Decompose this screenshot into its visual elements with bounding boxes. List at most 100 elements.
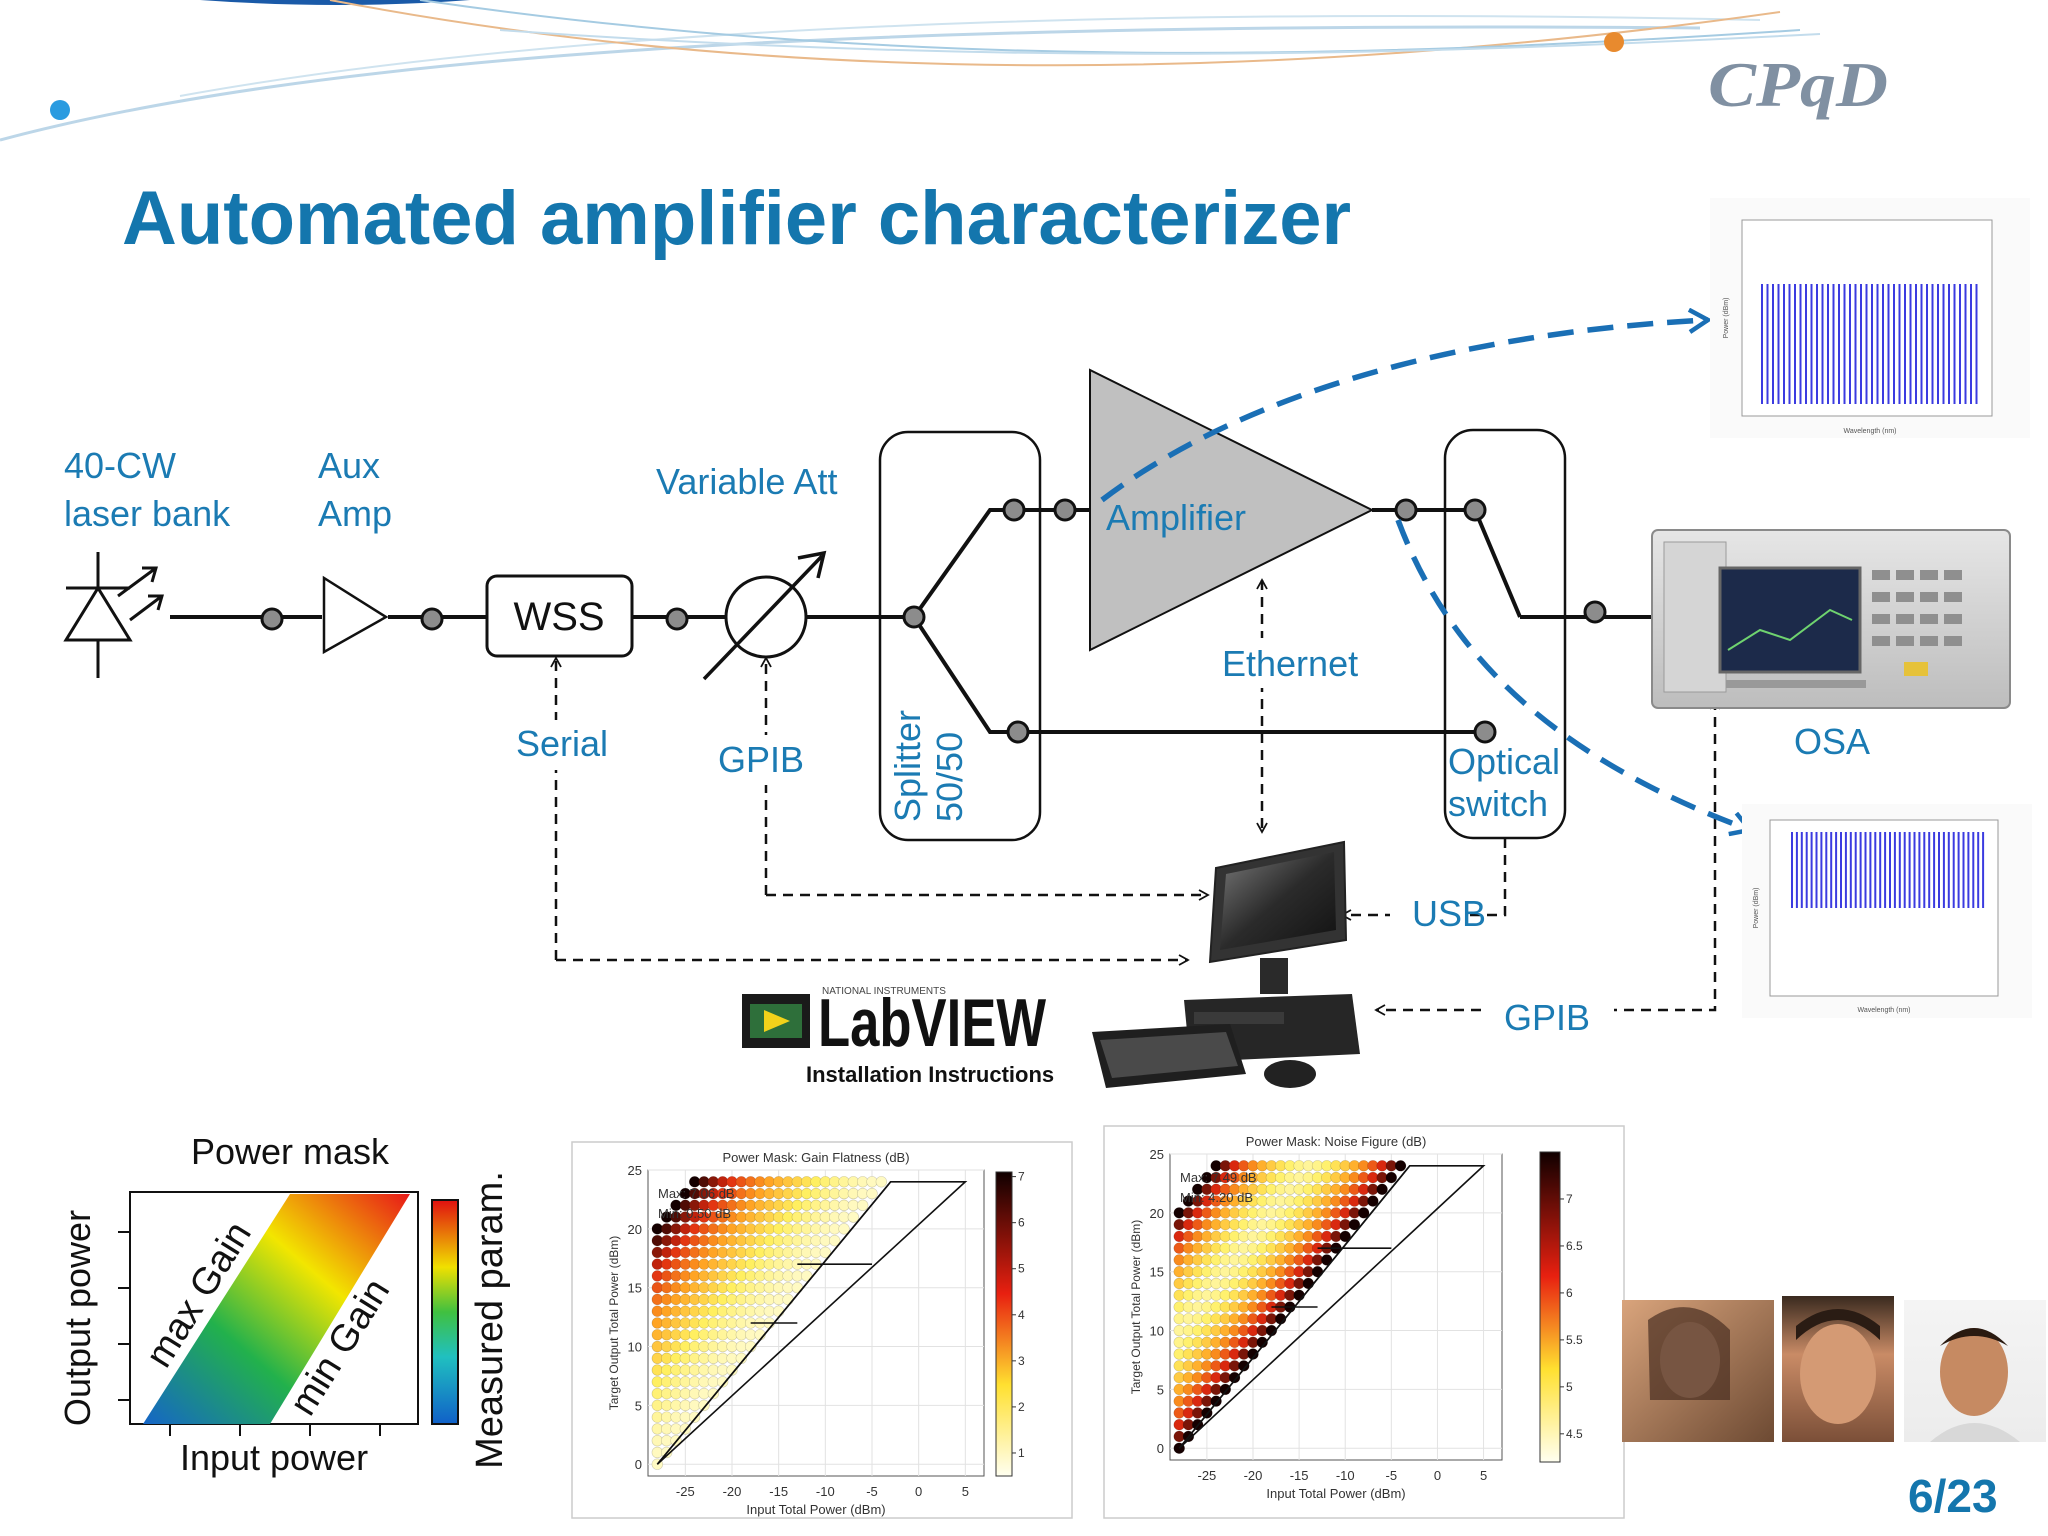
heatmap-cell bbox=[1348, 1218, 1361, 1231]
x-tick-label: -5 bbox=[1386, 1468, 1398, 1483]
connector bbox=[902, 605, 926, 629]
optical-switch-label-line-1: Optical bbox=[1448, 741, 1560, 782]
x-tick-label: -15 bbox=[769, 1484, 788, 1499]
colorbar-tick-label: 1 bbox=[1018, 1446, 1025, 1460]
max-annotation: Max: 7.49 dB bbox=[1180, 1170, 1257, 1185]
spectrum-top-ylabel: Power (dBm) bbox=[1723, 298, 1730, 339]
aux-amp-label-line-2: Amp bbox=[318, 493, 392, 534]
chart-xlabel: Input Total Power (dBm) bbox=[1266, 1486, 1405, 1501]
y-tick-label: 25 bbox=[628, 1163, 642, 1178]
aux-amp-label-line-1: Aux bbox=[318, 445, 380, 486]
splitter-box bbox=[878, 430, 1042, 842]
spectrum-top: Wavelength (nm) Power (dBm) bbox=[1710, 198, 2030, 438]
spectrum-top-lines bbox=[1761, 284, 1978, 404]
heatmap-cell bbox=[1247, 1348, 1259, 1360]
heatmap-cell bbox=[1376, 1183, 1388, 1196]
chart-title: Power Mask: Noise Figure (dB) bbox=[1246, 1134, 1427, 1149]
y-tick-label: 5 bbox=[1157, 1382, 1164, 1397]
heatmap-cell bbox=[1293, 1289, 1305, 1301]
laser-bank-label-line-1: 40-CW bbox=[64, 445, 176, 486]
power-mask-colorbar-label: Measured param. bbox=[469, 1171, 511, 1469]
aux-amp-icon bbox=[322, 575, 389, 655]
y-tick-label: 20 bbox=[628, 1222, 642, 1237]
osa-label: OSA bbox=[1794, 721, 1870, 762]
connector bbox=[1473, 720, 1497, 744]
heatmap-cell bbox=[726, 1364, 738, 1376]
y-tick-label: 25 bbox=[1150, 1147, 1164, 1162]
cpqd-logo: CPqD bbox=[1708, 49, 1888, 120]
power-mask-ylabel: Output power bbox=[57, 1210, 98, 1426]
y-tick-label: 15 bbox=[628, 1281, 642, 1296]
heatmap-cell bbox=[707, 1387, 720, 1400]
heatmap-cell bbox=[1367, 1195, 1379, 1207]
heatmap-cell bbox=[828, 1234, 841, 1247]
x-tick-label: 0 bbox=[1434, 1468, 1441, 1483]
chart-ylabel: Target Output Total Power (dBm) bbox=[607, 1236, 621, 1411]
colorbar-tick-label: 4 bbox=[1018, 1308, 1025, 1322]
heatmap-cell bbox=[1311, 1265, 1324, 1278]
heatmap-cell bbox=[1339, 1230, 1351, 1243]
connector bbox=[420, 607, 444, 631]
spectrum-top-xlabel: Wavelength (nm) bbox=[1843, 428, 1896, 435]
colorbar-tick-label: 3 bbox=[1018, 1354, 1025, 1368]
heatmap-cell bbox=[782, 1293, 794, 1306]
heatmap-cell bbox=[1228, 1371, 1241, 1384]
colorbar-tick-label: 7 bbox=[1566, 1192, 1573, 1206]
x-tick-label: 0 bbox=[915, 1484, 922, 1499]
gpib-osa-label: GPIB bbox=[1504, 997, 1590, 1038]
colorbar-tick-label: 5.5 bbox=[1566, 1333, 1583, 1347]
heatmap-cell bbox=[791, 1281, 804, 1294]
y-tick-label: 0 bbox=[1157, 1441, 1164, 1456]
computer-icon bbox=[1092, 840, 1360, 1088]
slide-title: Automated amplifier characterizer bbox=[122, 176, 1351, 261]
gpib-att-label: GPIB bbox=[718, 739, 804, 780]
heatmap-cell bbox=[688, 1411, 701, 1423]
heatmap-cell bbox=[772, 1305, 785, 1317]
colorbar-tick-label: 4.5 bbox=[1566, 1427, 1583, 1441]
laser-diode-icon bbox=[63, 552, 164, 678]
labview-brand: LabVIEW bbox=[818, 985, 1047, 1061]
x-tick-label: -10 bbox=[1336, 1468, 1355, 1483]
min-annotation: Min: 0.50 dB bbox=[658, 1206, 731, 1221]
power-mask-schematic: Power mask max Gain min Gain Input power… bbox=[57, 1131, 511, 1478]
heatmap-cell bbox=[1385, 1171, 1398, 1184]
x-tick-label: -15 bbox=[1290, 1468, 1309, 1483]
colorbar-tick-label: 5 bbox=[1018, 1262, 1025, 1276]
y-tick-label: 20 bbox=[1150, 1206, 1164, 1221]
power-mask-title: Power mask bbox=[191, 1131, 390, 1172]
variable-attenuator-icon bbox=[702, 550, 827, 681]
amplifier-label: Amplifier bbox=[1106, 497, 1246, 538]
connector bbox=[1394, 498, 1418, 522]
chart-xlabel: Input Total Power (dBm) bbox=[746, 1502, 885, 1517]
optical-switch-label-line-2: switch bbox=[1448, 783, 1548, 824]
power-mask-band bbox=[143, 1194, 410, 1424]
cpqd-logo-mark: CPqD bbox=[1708, 49, 1888, 120]
y-tick-label: 10 bbox=[628, 1340, 642, 1355]
labview-logo: NATIONAL INSTRUMENTS LabVIEW Installatio… bbox=[742, 985, 1054, 1087]
connector bbox=[1006, 720, 1030, 744]
spectrum-bottom-xlabel: Wavelength (nm) bbox=[1857, 1007, 1910, 1014]
y-tick-label: 15 bbox=[1150, 1265, 1164, 1280]
splitter-label-line-1: Splitter bbox=[887, 710, 928, 822]
header-decoration bbox=[0, 0, 1821, 142]
heatmap-cell bbox=[875, 1176, 888, 1188]
x-tick-label: -20 bbox=[723, 1484, 742, 1499]
splitter-label-line-2: 50/50 bbox=[929, 732, 970, 822]
wss-box bbox=[485, 574, 634, 658]
connector bbox=[665, 607, 689, 631]
colorbar-tick-label: 2 bbox=[1018, 1400, 1025, 1414]
header-dot-blue bbox=[50, 100, 70, 120]
spectrum-bottom: Wavelength (nm) Power (dBm) bbox=[1742, 804, 2032, 1018]
colorbar-tick-label: 6 bbox=[1566, 1286, 1573, 1300]
chart-title: Power Mask: Gain Flatness (dB) bbox=[722, 1150, 909, 1165]
heatmap-cell bbox=[1357, 1207, 1370, 1219]
osa-instrument-image bbox=[1651, 529, 2011, 709]
colorbar bbox=[1539, 1151, 1561, 1463]
colorbar bbox=[995, 1171, 1013, 1477]
connector bbox=[1002, 498, 1026, 522]
max-annotation: Max: 7.06 dB bbox=[658, 1186, 735, 1201]
output-arc-bottom bbox=[1395, 519, 1750, 830]
x-tick-label: -25 bbox=[1197, 1468, 1216, 1483]
header-dot-orange bbox=[1604, 32, 1624, 52]
